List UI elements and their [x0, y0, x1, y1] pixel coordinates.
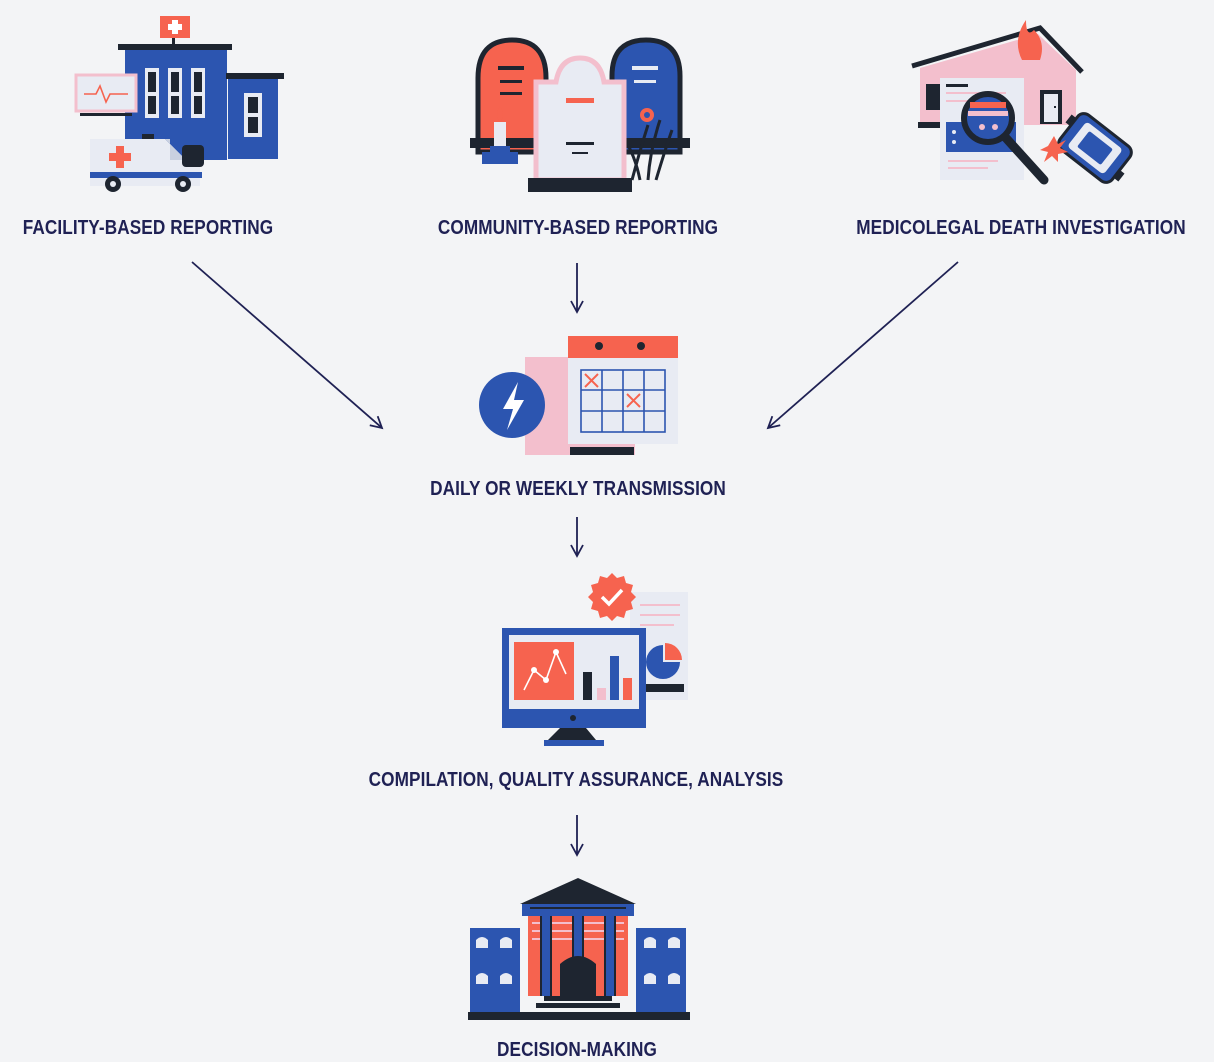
label-decision-making: DECISION-MAKING — [497, 1039, 657, 1061]
label-compilation-quality-assurance-analysis: COMPILATION, QUALITY ASSURANCE, ANALYSIS — [368, 769, 784, 791]
calendar-lightning-icon — [479, 336, 678, 455]
analytics-monitor-icon — [502, 573, 688, 746]
arrow-medicolegal-to-transmission — [766, 261, 959, 430]
hospital-ambulance-icon — [74, 16, 284, 192]
investigation-magnifier-icon — [911, 20, 1133, 185]
label-community-based-reporting: COMMUNITY-BASED REPORTING — [437, 217, 719, 239]
arrow-facility-to-transmission — [191, 261, 384, 430]
label-facility-based-reporting: FACILITY-BASED REPORTING — [22, 217, 274, 239]
gravestones-icon — [470, 37, 690, 192]
label-medicolegal-death-investigation: MEDICOLEGAL DEATH INVESTIGATION — [856, 217, 1186, 239]
government-building-icon — [468, 878, 690, 1020]
label-daily-or-weekly-transmission: DAILY OR WEEKLY TRANSMISSION — [430, 478, 726, 500]
